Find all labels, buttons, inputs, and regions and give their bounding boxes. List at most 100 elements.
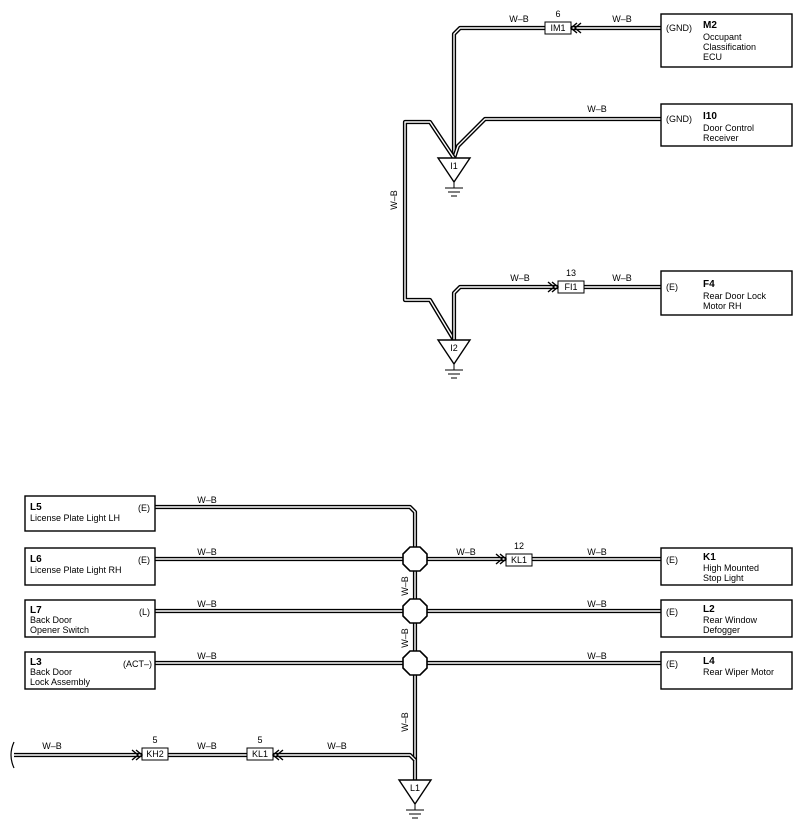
component-l5: L5 License Plate Light LH (E) (24, 495, 156, 532)
wire-label: W–B (510, 273, 530, 283)
wire-i1-to-i2 (402, 119, 456, 342)
wire-label: W–B (400, 576, 410, 596)
component-m2: (GND) M2 Occupant Classification ECU (660, 13, 793, 68)
l3-name-line2: Lock Assembly (30, 677, 91, 687)
l4-pin-label: (E) (666, 659, 678, 669)
arrow-into-fi1 (551, 281, 560, 293)
l7-pin-label: (L) (139, 607, 150, 617)
wire-label: W–B (42, 741, 62, 751)
component-l6: L6 License Plate Light RH (E) (24, 547, 156, 586)
wire-label: W–B (400, 628, 410, 648)
l4-id: L4 (703, 656, 715, 667)
wire-label: W–B (587, 599, 607, 609)
wire-break-mark (10, 741, 15, 769)
l3-pin-label: (ACT–) (123, 659, 152, 669)
l2-id: L2 (703, 604, 715, 615)
splice-point (402, 650, 428, 676)
component-f4: (E) F4 Rear Door Lock Motor RH (660, 270, 793, 316)
l4-name-line1: Rear Wiper Motor (703, 667, 774, 677)
splice-point (402, 546, 428, 572)
m2-id: M2 (703, 20, 717, 31)
component-k1: (E) K1 High Mounted Stop Light (660, 547, 793, 586)
arrow-into-kh2 (131, 749, 140, 761)
ground-i1: I1 (436, 157, 472, 197)
wire-label: W–B (612, 273, 632, 283)
wire-label: W–B (509, 14, 529, 24)
wire-label: W–B (327, 741, 347, 751)
l7-name-line2: Opener Switch (30, 625, 89, 635)
m2-name-line1: Occupant (703, 32, 742, 42)
f4-id: F4 (703, 279, 715, 290)
arrow-into-im1 (573, 22, 582, 34)
kh2-pin: 5 (152, 735, 157, 745)
wire-i1-to-i2-core (404, 121, 455, 341)
wire-label: W–B (400, 712, 410, 732)
wire-label: W–B (587, 547, 607, 557)
l5-id: L5 (30, 502, 42, 513)
component-l4: (E) L4 Rear Wiper Motor (660, 651, 793, 690)
splice-points (402, 546, 428, 676)
wire-label: W–B (197, 651, 217, 661)
f4-name-line1: Rear Door Lock (703, 291, 767, 301)
kl1-bottom-name: KL1 (252, 749, 268, 759)
k1-name-line2: Stop Light (703, 573, 744, 583)
ground-l1-label: L1 (410, 783, 420, 793)
wire-label: W–B (197, 741, 217, 751)
connector-kh2: KH2 5 (141, 735, 169, 761)
l7-name-line1: Back Door (30, 615, 72, 625)
im1-pin: 6 (555, 9, 560, 19)
wire-label: W–B (197, 495, 217, 505)
kh2-name: KH2 (146, 749, 164, 759)
arrow-into-kl1 (499, 553, 508, 565)
arrow-into-kh2 (135, 749, 144, 761)
i10-id: I10 (703, 111, 717, 122)
wire-l5-trunk-core (155, 506, 416, 780)
l2-name-line1: Rear Window (703, 615, 758, 625)
wire-label: W–B (612, 14, 632, 24)
l7-id: L7 (30, 605, 42, 616)
m2-name-line2: Classification (703, 42, 756, 52)
ground-i2: I2 (436, 339, 472, 379)
wire-label: W–B (197, 599, 217, 609)
ground-i1-label: I1 (450, 161, 458, 171)
wire-kl1-to-l1-core (273, 754, 416, 761)
component-l2: (E) L2 Rear Window Defogger (660, 599, 793, 638)
wire-fi1-to-i2-core (453, 286, 558, 340)
wire-kl1-to-l1 (273, 752, 417, 762)
component-l7: L7 Back Door Opener Switch (L) (24, 599, 156, 638)
wire-l5-trunk (155, 504, 418, 780)
ground-i2-label: I2 (450, 343, 458, 353)
wire-i10-to-i1-core (453, 118, 661, 159)
connector-arrows (131, 22, 582, 761)
l2-name-line2: Defogger (703, 625, 740, 635)
i10-name-line1: Door Control (703, 123, 754, 133)
l3-id: L3 (30, 657, 42, 668)
wire-fi1-to-i2 (451, 284, 558, 340)
kl1-top-pin: 12 (514, 541, 524, 551)
k1-name-line1: High Mounted (703, 563, 759, 573)
l2-pin-label: (E) (666, 607, 678, 617)
wire-label: W–B (197, 547, 217, 557)
i10-pin-label: (GND) (666, 114, 692, 124)
arrow-into-im1 (569, 22, 578, 34)
l6-id: L6 (30, 554, 42, 565)
f4-name-line2: Motor RH (703, 301, 742, 311)
arrow-into-kl1-bottom (275, 749, 284, 761)
l5-pin-label: (E) (138, 503, 150, 513)
connector-fi1: FI1 13 (557, 268, 585, 294)
arrow-into-kl1 (495, 553, 504, 565)
wire-harness (14, 25, 661, 780)
wire-label: W–B (389, 190, 399, 210)
connector-im1: IM1 6 (544, 9, 572, 35)
l3-name-line1: Back Door (30, 667, 72, 677)
f4-pin-label: (E) (666, 282, 678, 292)
kl1-top-name: KL1 (511, 555, 527, 565)
k1-pin-label: (E) (666, 555, 678, 565)
im1-name: IM1 (550, 23, 565, 33)
arrow-into-fi1 (547, 281, 556, 293)
wire-im1-to-i1-core (453, 27, 545, 158)
m2-name-line3: ECU (703, 52, 722, 62)
i10-name-line2: Receiver (703, 133, 739, 143)
connector-kl1-bottom: KL1 5 (246, 735, 274, 761)
